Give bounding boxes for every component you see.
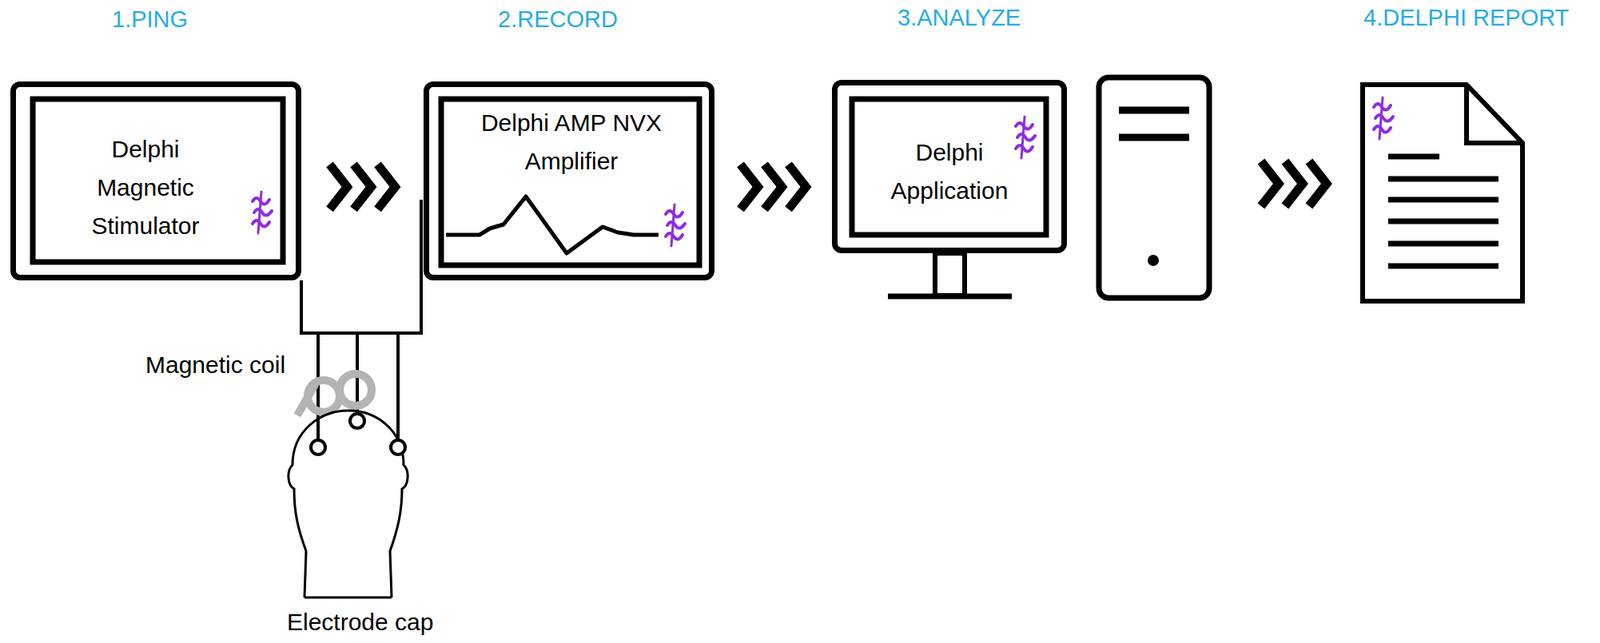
- delphi-logo: [1015, 116, 1035, 159]
- electrodes: [310, 413, 406, 455]
- device-name: Delphi Application: [877, 133, 1022, 211]
- doc-line: [1388, 176, 1499, 183]
- doc-line: [1388, 241, 1499, 247]
- screen-frame: [851, 99, 1047, 235]
- device-name: Delphi AMP NVX Amplifier: [463, 103, 680, 181]
- doc-line: [1388, 263, 1499, 270]
- part-label: Magnetic coil: [145, 351, 286, 379]
- delphi-logo: [665, 204, 685, 247]
- head-outline: [288, 410, 408, 598]
- report-document: [1362, 84, 1523, 302]
- delphi-logo: [1373, 97, 1394, 140]
- delphi-logo: [252, 191, 272, 234]
- doc-line: [1388, 218, 1499, 225]
- inner-frame: [441, 99, 700, 266]
- tower-slot: [1118, 107, 1190, 115]
- step-title: 3.ANALYZE: [897, 4, 1021, 32]
- part-label: Electrode cap: [286, 608, 434, 637]
- tower-slot: [1118, 134, 1190, 142]
- flow-chevrons: [301, 164, 424, 210]
- step-title: 2.RECORD: [497, 6, 618, 33]
- doc-line: [1388, 154, 1440, 160]
- chevrons: [1261, 161, 1327, 207]
- step-title: 4.DELPHI REPORT: [1363, 4, 1569, 32]
- inner-frame: [32, 99, 283, 263]
- power-dot: [1147, 254, 1159, 267]
- wires: [299, 199, 423, 442]
- device-name: Delphi Magnetic Stimulator: [73, 130, 218, 246]
- monitor-base: [887, 294, 1012, 300]
- monitor-neck: [935, 253, 965, 296]
- flow-chevrons: [714, 164, 832, 210]
- step-title: 1.PING: [111, 6, 188, 33]
- magnetic-coil: [297, 374, 372, 416]
- device-box: [831, 79, 1067, 254]
- pc-tower: [1098, 77, 1210, 299]
- waveform: [445, 196, 659, 254]
- doc-line: [1388, 197, 1499, 203]
